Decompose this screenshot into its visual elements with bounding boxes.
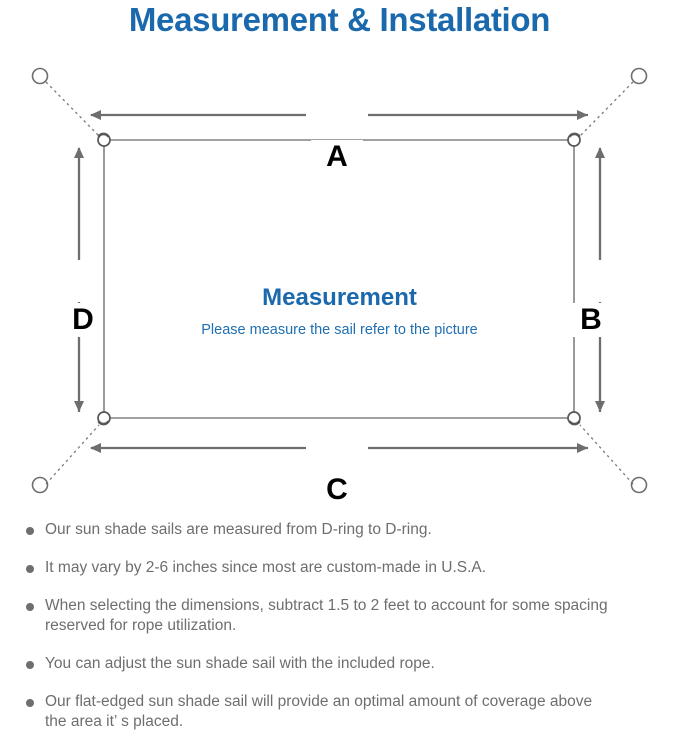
list-item: You can adjust the sun shade sail with t… xyxy=(14,654,665,674)
sail-diagram: A B C D Measurement Please measure the s… xyxy=(0,44,679,514)
sail-diagram-svg xyxy=(31,67,648,494)
list-item: Our sun shade sails are measured from D-… xyxy=(14,520,665,540)
rope-top-left xyxy=(45,81,100,137)
sail-outline xyxy=(103,139,575,419)
anchor-ring-bottom-left xyxy=(31,476,49,494)
rope-bottom-right xyxy=(579,424,634,485)
bullet-icon xyxy=(26,699,34,707)
anchor-ring-top-right xyxy=(630,67,648,85)
anchor-ring-bottom-right xyxy=(630,476,648,494)
anchor-ring-top-left xyxy=(31,67,49,85)
d-ring-accent-bottom-left xyxy=(97,420,110,426)
rope-bottom-left xyxy=(45,424,100,485)
sail-heading: Measurement xyxy=(262,284,417,311)
d-ring-accent-bottom-right xyxy=(568,420,581,426)
bullet-icon xyxy=(26,527,34,535)
dimension-label-c: C xyxy=(311,473,363,507)
d-ring-accent-top-left xyxy=(97,132,110,138)
bullet-icon xyxy=(26,661,34,669)
d-ring-accents xyxy=(97,132,581,426)
dimension-label-b: B xyxy=(571,303,611,337)
dimension-label-a: A xyxy=(311,140,363,174)
list-item-text: You can adjust the sun shade sail with t… xyxy=(45,655,435,672)
list-item: When selecting the dimensions, subtract … xyxy=(14,596,665,636)
bullet-icon xyxy=(26,603,34,611)
sail-subheading: Please measure the sail refer to the pic… xyxy=(201,322,478,338)
d-ring-accent-top-right xyxy=(568,132,581,138)
rope-lines xyxy=(45,81,634,485)
rope-top-right xyxy=(579,81,634,137)
list-item: Our flat-edged sun shade sail will provi… xyxy=(14,692,665,732)
list-item-text: When selecting the dimensions, subtract … xyxy=(45,597,608,634)
anchor-rings xyxy=(31,67,648,494)
list-item-text: Our sun shade sails are measured from D-… xyxy=(45,521,432,538)
list-item-text: It may vary by 2-6 inches since most are… xyxy=(45,559,487,576)
dimension-label-d: D xyxy=(63,303,103,337)
list-item-text: Our flat-edged sun shade sail will provi… xyxy=(45,693,593,730)
list-item: It may vary by 2-6 inches since most are… xyxy=(14,558,665,578)
page-title: Measurement & Installation xyxy=(128,1,551,38)
bullet-icon xyxy=(26,565,34,573)
notes-list: Our sun shade sails are measured from D-… xyxy=(0,520,679,732)
